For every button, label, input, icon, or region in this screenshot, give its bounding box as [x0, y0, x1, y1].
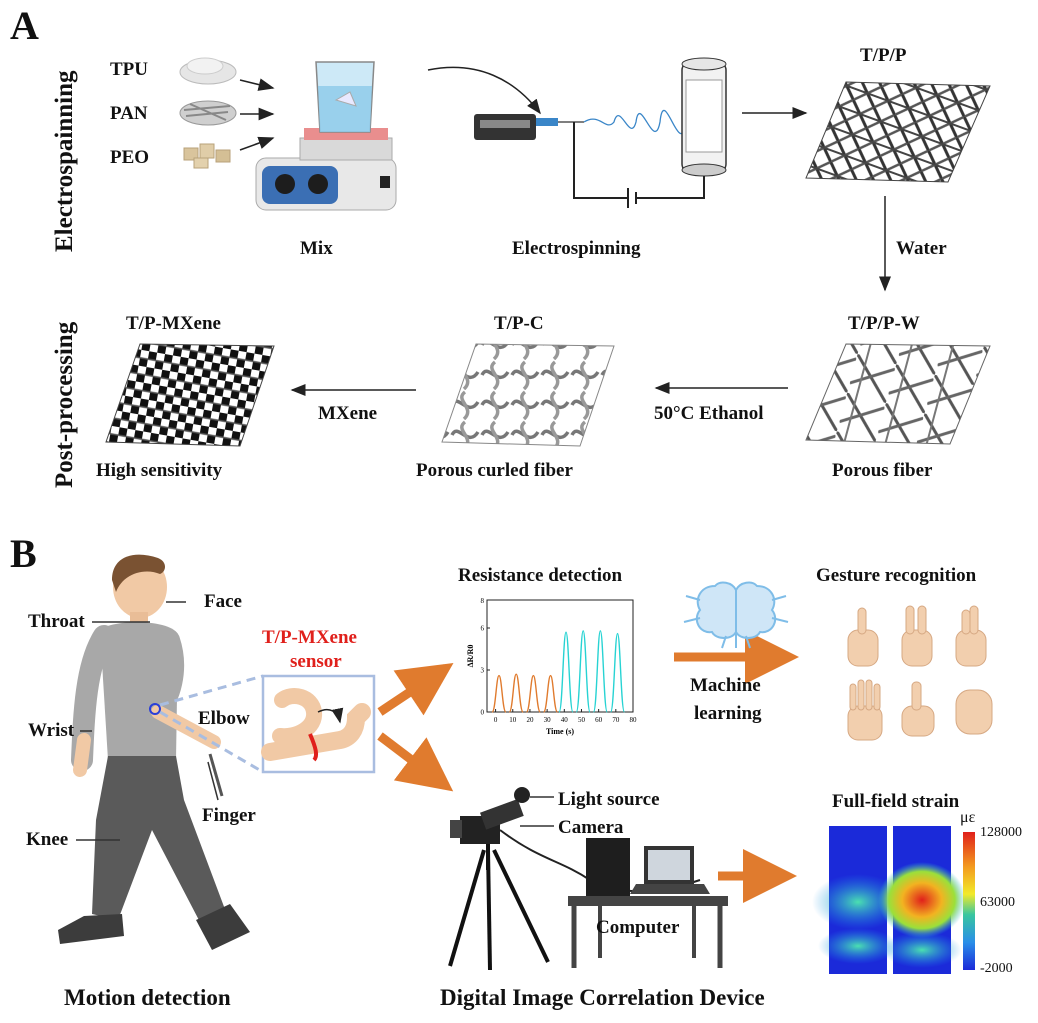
- tpp-membrane-image: [805, 81, 991, 183]
- walking-person-figure: [58, 554, 250, 950]
- camera-label: Camera: [558, 817, 624, 838]
- resistance-detection-title: Resistance detection: [458, 565, 623, 586]
- hand-fist-icon: [955, 689, 993, 735]
- y-axis-label: ΔR/R0: [466, 645, 475, 668]
- tpmxene-label: T/P-MXene: [126, 313, 221, 334]
- stirrer-beaker-icon: [255, 61, 397, 211]
- gesture-recognition-title: Gesture recognition: [816, 565, 977, 586]
- hand-one-finger-icon: [847, 607, 879, 667]
- y-tick-label: 3: [481, 667, 485, 675]
- body-label-wrist: Wrist: [28, 720, 75, 741]
- y-tick-label-top: 8: [481, 597, 485, 605]
- hand-thumbs-up-icon: [901, 681, 935, 737]
- colorbar-unit: με: [960, 809, 976, 826]
- mix-label: Mix: [300, 238, 333, 259]
- electrospinning-side-label: Electrospainning: [51, 70, 78, 252]
- brain-icon: [683, 581, 789, 649]
- hand-open-palm-icon: [847, 679, 883, 741]
- mxene-step-label: MXene: [318, 403, 378, 424]
- motion-detection-caption: Motion detection: [64, 985, 231, 1010]
- x-tick-label: 80: [630, 716, 638, 724]
- syringe-pump-icon: [474, 114, 584, 140]
- x-tick-label: 20: [526, 716, 534, 724]
- high-voltage-circuit: [573, 122, 705, 208]
- tppw-caption: Porous fiber: [832, 460, 933, 481]
- body-label-elbow: Elbow: [198, 708, 250, 729]
- material-peo-label: PEO: [110, 147, 150, 168]
- tppw-label: T/P/P-W: [848, 313, 920, 334]
- body-label-leaders: [76, 601, 219, 841]
- x-tick-label: 50: [578, 716, 586, 724]
- sensor-label-line2: sensor: [290, 651, 342, 672]
- water-label: Water: [896, 238, 947, 259]
- orange-flow-arrows: [377, 630, 799, 903]
- material-pan-label: PAN: [110, 103, 148, 124]
- ml-label-line1: Machine: [690, 675, 761, 696]
- strain-colorbar: [963, 832, 975, 970]
- spinning-jet: [583, 109, 687, 135]
- y-tick-label: 6: [481, 625, 485, 633]
- body-label-throat: Throat: [28, 611, 85, 632]
- series-0-line: [491, 673, 559, 713]
- hand-two-fingers-icon: [901, 605, 933, 667]
- x-tick-label: 40: [561, 716, 569, 724]
- body-label-face: Face: [204, 591, 242, 612]
- colorbar-tick-mid: 63000: [980, 895, 1015, 910]
- x-axis-label: Time (s): [546, 727, 574, 736]
- pan-fibers-icon: [179, 100, 237, 126]
- colorbar-tick-min: -2000: [980, 961, 1013, 976]
- hand-crossed-fingers-icon: [955, 605, 987, 667]
- tpmxene-membrane-image: [105, 343, 275, 447]
- light-source-label: Light source: [558, 789, 660, 810]
- tpmxene-caption: High sensitivity: [96, 460, 223, 481]
- strain-map-right: [878, 826, 966, 974]
- panel-a-letter: A: [10, 3, 39, 48]
- tpc-label: T/P-C: [494, 313, 544, 334]
- chart-frame: [486, 599, 634, 713]
- x-tick-label: 60: [595, 716, 603, 724]
- material-arrows: [239, 78, 275, 151]
- collector-drum-icon: [681, 57, 727, 177]
- electrospinning-label: Electrospinning: [512, 238, 641, 259]
- tpu-pellets-icon: [179, 57, 237, 85]
- tpp-label: T/P/P: [860, 45, 907, 66]
- tpc-caption: Porous curled fiber: [416, 460, 573, 481]
- ethanol-label: 50°C Ethanol: [654, 403, 764, 424]
- dic-device-icon: [448, 787, 728, 971]
- sensor-label-line1: T/P-MXene: [262, 627, 357, 648]
- material-tpu-label: TPU: [110, 59, 148, 80]
- gesture-hands-grid: [847, 605, 993, 741]
- body-label-finger: Finger: [202, 805, 256, 826]
- tppw-membrane-image: [805, 343, 991, 445]
- computer-label: Computer: [596, 917, 680, 938]
- bent-arm-icon: [261, 688, 371, 762]
- zoom-lines: [159, 674, 264, 774]
- x-tick-label: 10: [509, 716, 517, 724]
- x-tick-label: 30: [544, 716, 552, 724]
- panel-b-letter: B: [10, 531, 37, 576]
- series-1-line: [558, 630, 626, 713]
- postprocessing-side-label: Post-processing: [51, 321, 78, 488]
- body-label-knee: Knee: [26, 829, 69, 850]
- tpc-membrane-image: [441, 343, 615, 447]
- peo-powder-icon: [183, 143, 231, 169]
- x-tick-label: 70: [612, 716, 620, 724]
- y-tick-label: 0: [481, 709, 485, 717]
- arrow-to-syringe: [427, 66, 541, 115]
- dic-label-leaders: [520, 796, 554, 827]
- dic-caption: Digital Image Correlation Device: [440, 985, 765, 1010]
- colorbar-tick-max: 128000: [980, 825, 1022, 840]
- x-tick-label: 0: [494, 716, 498, 724]
- ml-label-line2: learning: [694, 703, 762, 724]
- full-field-strain-title: Full-field strain: [832, 791, 960, 812]
